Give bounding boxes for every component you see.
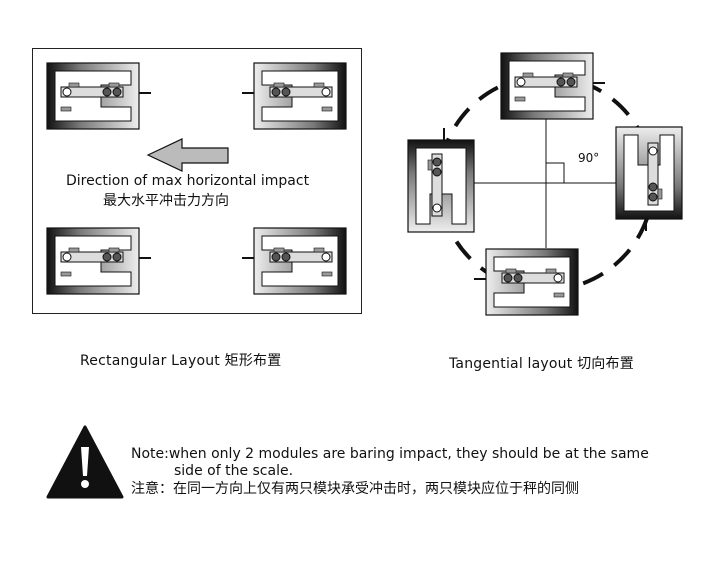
tangential-module-right [615, 126, 683, 232]
load-module-bottom-left [46, 227, 152, 295]
note-line-2: side of the scale. [174, 463, 294, 479]
tangential-module-top [500, 52, 606, 120]
angle-label: 90° [578, 151, 600, 165]
tangential-layout-diagram [407, 52, 683, 315]
note-line-3: 注意：在同一方向上仅有两只模块承受冲击时，两只模块应位于秤的同侧 [131, 481, 579, 497]
load-module-top-left [46, 62, 152, 130]
tangential-layout-caption: Tangential layout 切向布置 [449, 356, 634, 372]
note-line-1: Note:when only 2 modules are baring impa… [131, 446, 649, 462]
direction-label-cn: 最大水平冲击力方向 [103, 193, 229, 209]
tangential-module-bottom [474, 249, 578, 315]
load-module-top-right [242, 63, 346, 129]
rectangular-layout-caption: Rectangular Layout 矩形布置 [80, 353, 282, 369]
warning-triangle-icon [46, 425, 124, 499]
tangential-module-left [407, 127, 475, 233]
direction-label-en: Direction of max horizontal impact [66, 173, 310, 189]
rectangular-layout-frame [32, 48, 362, 314]
load-module-bottom-right [242, 228, 346, 294]
left-arrow-icon [146, 138, 229, 172]
